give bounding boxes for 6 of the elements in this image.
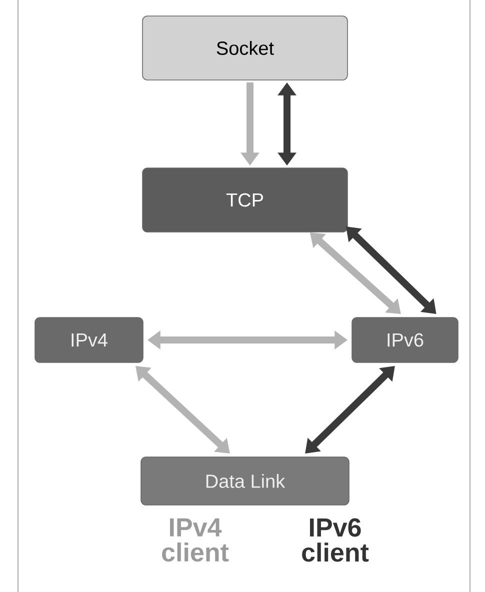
layer-box: Socket	[142, 16, 348, 80]
layer-box: IPv4	[34, 317, 144, 363]
legend-text: IPv6 client	[302, 518, 369, 562]
layer-box: TCP	[142, 168, 348, 232]
layer-box: Data Link	[140, 456, 350, 506]
layer-box: IPv6	[352, 317, 458, 363]
